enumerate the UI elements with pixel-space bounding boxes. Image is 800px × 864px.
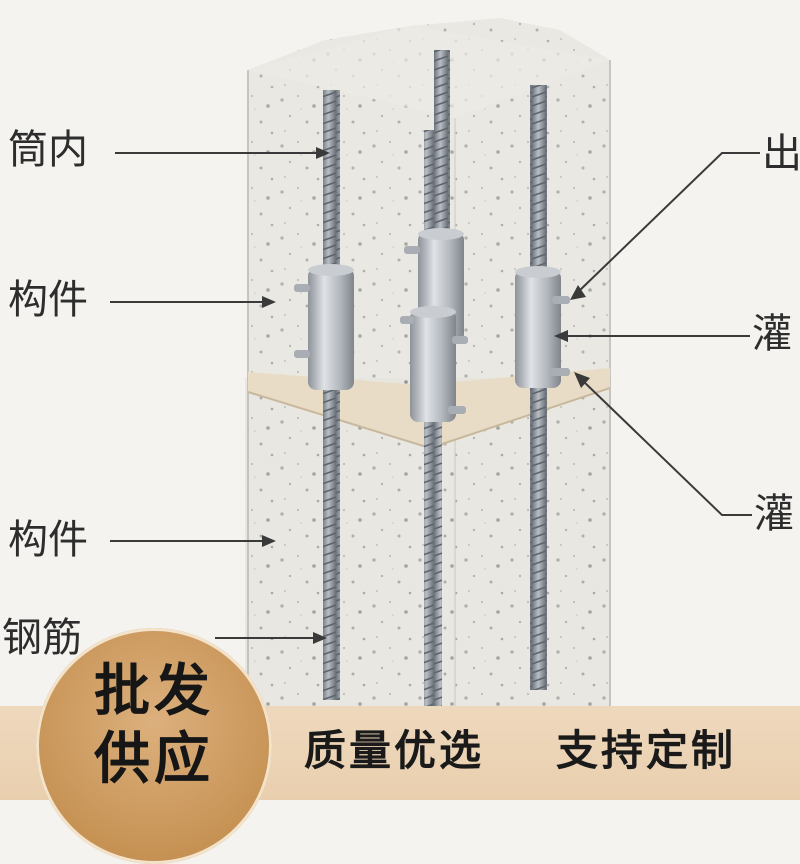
label-lower-member: 构件: [8, 517, 88, 563]
rebars: [323, 50, 547, 708]
badge-line-2: 供应: [94, 727, 214, 792]
badge-line-1: 批发: [94, 659, 214, 724]
leader-lines: [110, 147, 760, 644]
grouted-sleeve-diagram: [110, 18, 760, 708]
sleeve-left: [294, 264, 354, 390]
label-right-bottom: 灌: [754, 491, 794, 537]
label-upper-member: 构件: [8, 277, 88, 323]
label-sleeve-inside: 筒内: [8, 127, 88, 173]
sleeve-right: [515, 266, 570, 388]
wholesale-badge: 批发 供应: [36, 628, 272, 864]
label-rebar: 钢筋: [2, 615, 82, 661]
slogan-custom: 支持定制: [556, 726, 737, 775]
rebar-left: [323, 90, 340, 700]
label-right-top: 出: [762, 131, 800, 177]
sleeve-front: [400, 306, 468, 422]
label-right-mid: 灌: [752, 311, 792, 357]
grout-sleeves: [294, 228, 570, 422]
slogan-quality: 质量优选: [304, 726, 485, 775]
